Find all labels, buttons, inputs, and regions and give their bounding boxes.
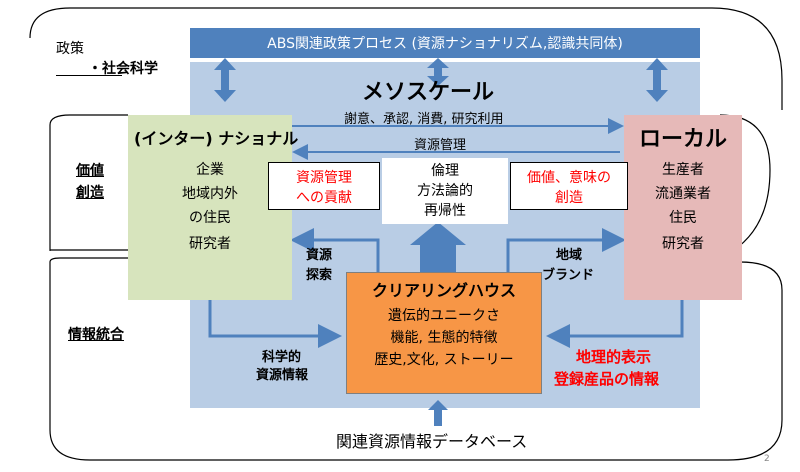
big-up-arrow: [410, 222, 466, 275]
resource-search-label-2: 探索: [306, 268, 333, 283]
national-title: (インター) ナショナル: [134, 129, 299, 148]
national-item: 地域内外: [182, 186, 238, 202]
resource-contribution-line: 資源管理: [296, 170, 352, 186]
value-label-1: 価値: [76, 163, 104, 179]
info-band-outline: [49, 257, 783, 461]
flow-right-label: 謝意、承認, 消費, 研究利用: [344, 112, 504, 127]
page-number: 2: [764, 454, 770, 464]
ethics-line: 再帰性: [424, 203, 466, 219]
policy-label: 政策: [56, 41, 84, 57]
gi-label-2: 登録産品の情報: [554, 370, 660, 388]
policy-arrows: [214, 58, 668, 102]
national-item: 企業: [196, 162, 224, 178]
ethics-line: 倫理: [431, 163, 459, 179]
value-band-outline: [49, 114, 128, 251]
flow-left-label: 資源管理: [414, 138, 467, 153]
local-item: 生産者: [662, 162, 704, 178]
national-box: (インター) ナショナル 企業 地域内外 の住民 研究者: [128, 115, 298, 300]
local-box: ローカル 生産者 流通業者 住民 研究者: [624, 115, 742, 300]
value-band-right: [719, 114, 771, 259]
info-integration-label: 情報統合: [68, 327, 124, 343]
regional-brand-label-2: ブランド: [542, 268, 595, 283]
regional-brand-arrow: [506, 228, 626, 282]
national-item: 研究者: [189, 236, 231, 252]
local-title: ローカル: [638, 127, 727, 152]
policy-band-outline: [29, 7, 783, 110]
ethics-box: 倫理 方法論的 再帰性: [382, 158, 508, 224]
clearing-line: 機能, 生態的特徴: [390, 330, 498, 346]
regional-brand-label-1: 地域: [556, 248, 583, 263]
value-creation-line: 価値、意味の: [527, 170, 611, 186]
local-item: 研究者: [662, 236, 704, 252]
clearing-line: 遺伝的ユニークさ: [388, 308, 500, 324]
resource-search-label-1: 資源: [306, 248, 333, 263]
value-creation-line: 創造: [555, 190, 583, 206]
science-info-label-1: 科学的: [262, 350, 302, 365]
policy-bar: [190, 28, 700, 58]
ethics-line: 方法論的: [417, 183, 473, 199]
meso-title: メソスケール: [362, 80, 495, 105]
clearing-title: クリアリングハウス: [371, 281, 516, 300]
resource-contribution-line: への貢献: [296, 190, 352, 206]
clearing-house-box: クリアリングハウス 遺伝的ユニークさ 機能, 生態的特徴 歴史,文化, ストーリ…: [346, 272, 542, 394]
gi-label-1: 地理的表示: [576, 348, 652, 366]
resource-search-arrow: [290, 228, 380, 282]
local-item: 流通業者: [655, 186, 711, 202]
social-science-underline: [56, 75, 122, 76]
clearing-line: 歴史,文化, ストーリー: [374, 352, 514, 368]
resource-contribution-box: 資源管理 への貢献: [268, 162, 380, 210]
value-label-2: 創造: [76, 185, 104, 201]
database-up-arrow: [428, 400, 448, 426]
national-item: の住民: [189, 210, 231, 226]
social-science-label: ・社会科学: [88, 61, 158, 77]
science-info-arrow: [208, 300, 342, 348]
science-info-label-2: 資源情報: [256, 368, 309, 383]
database-label: 関連資源情報データベース: [336, 432, 528, 451]
value-creation-box: 価値、意味の 創造: [510, 162, 628, 210]
policy-bar-label: ABS関連政策プロセス (資源ナショナリズム,認識共同体): [267, 36, 623, 52]
gi-info-arrow: [546, 300, 684, 348]
local-item: 住民: [669, 210, 697, 226]
